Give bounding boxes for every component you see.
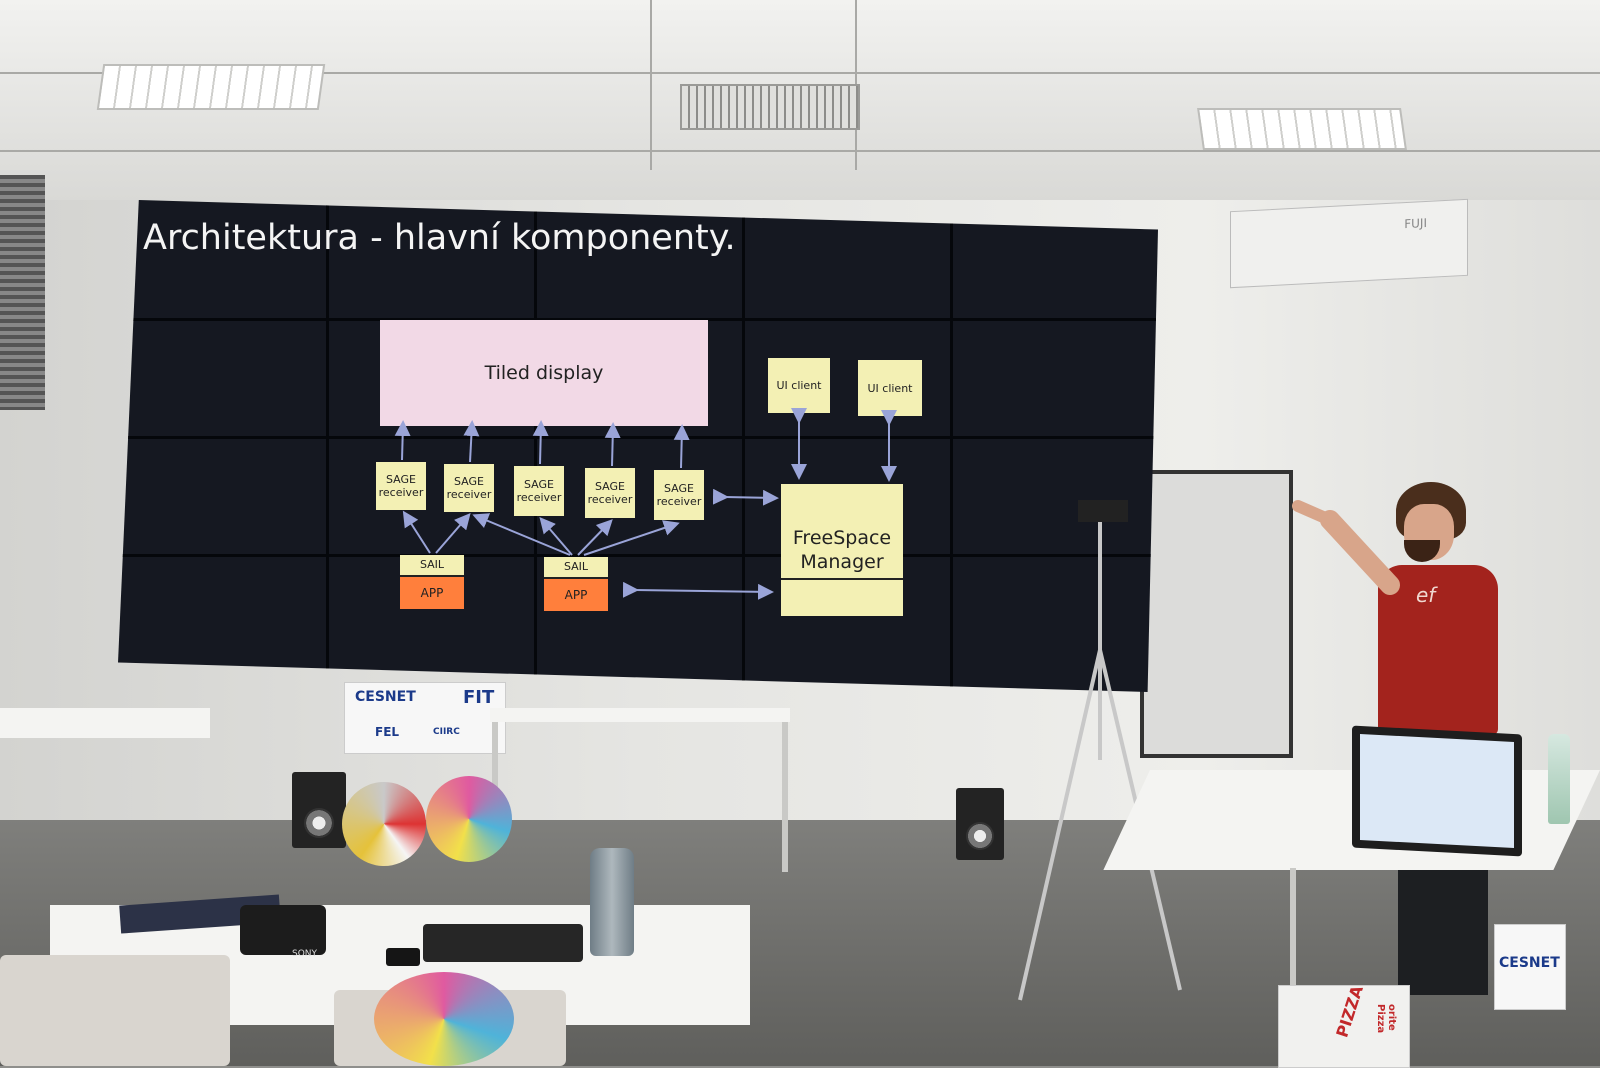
dslr-camera: SONY xyxy=(240,905,326,959)
arrow-up xyxy=(394,420,411,461)
sage-receiver-box: SAGE receiver xyxy=(376,462,426,510)
freespace-manager-line1: FreeSpace xyxy=(792,527,892,549)
water-bottle xyxy=(590,848,634,956)
tile-bezel xyxy=(326,200,329,692)
sail-app-group: SAIL APP xyxy=(544,557,608,611)
freespace-manager-box: FreeSpace Manager xyxy=(781,484,903,616)
arrow-up xyxy=(604,422,621,467)
arrow-up xyxy=(532,420,549,465)
arrow-up xyxy=(673,424,690,469)
fit-logo: FIT xyxy=(463,687,495,708)
app-box: APP xyxy=(544,579,608,611)
left-table xyxy=(0,708,210,738)
sage-receiver-box: SAGE receiver xyxy=(514,466,564,516)
arrow-double xyxy=(622,581,774,600)
freespace-divider xyxy=(781,578,903,580)
pizza-box-side-text: orite Pizza xyxy=(1375,1004,1397,1034)
table-leg xyxy=(782,722,788,872)
video-wall xyxy=(118,200,1158,692)
sail-app-group: SAIL APP xyxy=(400,555,464,609)
cesnet-sign: CESNET xyxy=(1494,924,1566,1010)
ui-client-box: UI client xyxy=(858,360,922,416)
arrow-diag xyxy=(472,513,571,556)
app-box: APP xyxy=(400,577,464,609)
ceiling-grid-line xyxy=(0,150,1600,152)
presenter-beard xyxy=(1404,540,1440,562)
ui-client-box: UI client xyxy=(768,358,830,413)
tile-bezel xyxy=(118,318,1158,322)
shirt-print: ef xyxy=(1416,583,1436,607)
tile-bezel xyxy=(118,554,1158,558)
arrow-up xyxy=(463,420,480,463)
speaker xyxy=(956,788,1004,860)
camera-tripod xyxy=(1018,500,1182,1001)
ceiling-grid-line xyxy=(650,0,652,170)
table-leg xyxy=(492,722,498,842)
door xyxy=(1140,470,1293,758)
presenter-raised-arm xyxy=(1292,500,1400,595)
arrow-diag xyxy=(435,512,471,554)
table xyxy=(490,708,790,722)
sail-box: SAIL xyxy=(400,555,464,577)
presenter-shirt: ef xyxy=(1378,565,1498,735)
pizza-box: PIZZA orite Pizza xyxy=(1278,983,1410,1068)
arrow-diag xyxy=(577,519,613,556)
slide-title: Architektura - hlavní komponenty. xyxy=(143,218,736,258)
speaker-cone xyxy=(304,808,334,838)
chair xyxy=(0,955,230,1066)
sage-receiver-box: SAGE receiver xyxy=(444,464,494,512)
sponsor-logo-board: CESNET FIT FEL CIIRC xyxy=(344,682,506,754)
tile-bezel xyxy=(742,200,745,692)
speaker xyxy=(292,772,346,848)
tile-bezel xyxy=(950,200,953,692)
ceiling-vent xyxy=(680,84,860,130)
arrow-diag xyxy=(402,510,431,554)
arrow-diag xyxy=(583,520,680,556)
freespace-manager-line2: Manager xyxy=(800,551,884,573)
sail-box: SAIL xyxy=(544,557,608,579)
beach-ball xyxy=(374,972,514,1066)
window-blinds xyxy=(0,175,45,410)
laptop-screen xyxy=(1352,725,1522,857)
speaker-cone xyxy=(966,822,994,850)
tiled-display-box: Tiled display xyxy=(380,320,708,426)
ciirc-logo: CIIRC xyxy=(433,727,460,737)
desk-leg xyxy=(1290,868,1296,1008)
smartphone xyxy=(386,948,420,966)
tile-bezel xyxy=(118,436,1158,440)
cesnet-logo: CESNET xyxy=(355,689,416,705)
camera-brand: SONY xyxy=(292,949,318,959)
pizza-label: PIZZA xyxy=(1332,983,1367,1040)
cesnet-sign-label: CESNET xyxy=(1499,955,1560,971)
beach-ball xyxy=(342,782,426,866)
water-bottle xyxy=(1548,734,1570,824)
arrow-double xyxy=(712,488,779,506)
ceiling-grid-line xyxy=(0,72,1600,74)
sage-receiver-box: SAGE receiver xyxy=(585,468,635,518)
arrow-diag xyxy=(539,516,573,556)
closed-laptop xyxy=(423,924,583,962)
sage-receiver-box: SAGE receiver xyxy=(654,470,704,520)
tile-bezel xyxy=(534,200,537,692)
beach-ball xyxy=(426,776,512,862)
fel-logo: FEL xyxy=(375,725,400,739)
